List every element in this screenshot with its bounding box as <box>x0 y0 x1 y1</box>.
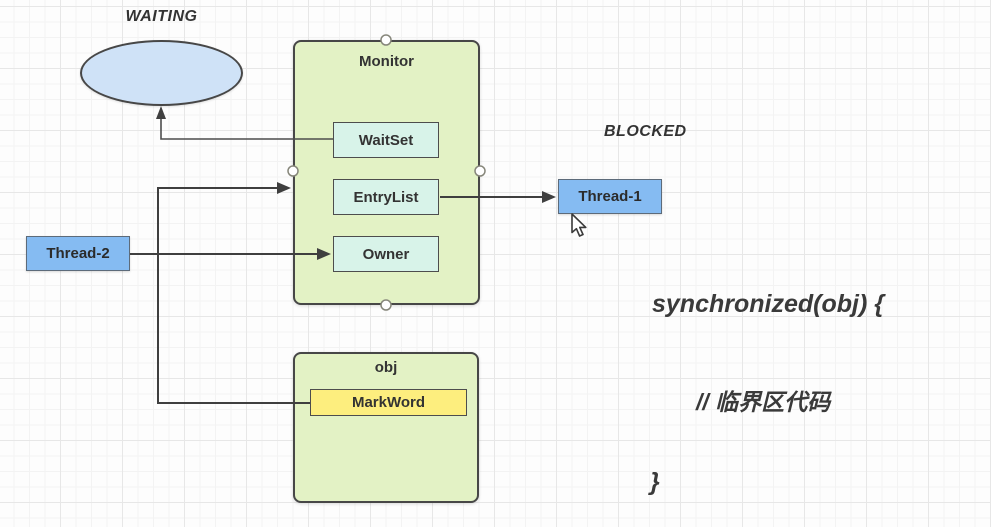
thread2-box[interactable]: Thread-2 <box>26 236 130 271</box>
obj-title: obj <box>374 359 398 376</box>
code-line-synchronized[interactable]: synchronized(obj) { <box>652 290 884 318</box>
monitor-title: Monitor <box>359 53 414 70</box>
owner-box[interactable]: Owner <box>333 236 439 272</box>
waitset-box[interactable]: WaitSet <box>333 122 439 158</box>
waitset-label: WaitSet <box>358 131 414 149</box>
waiting-state-label[interactable]: WAITING <box>125 8 198 25</box>
entrylist-box[interactable]: EntryList <box>333 179 439 215</box>
blocked-state-label[interactable]: BLOCKED <box>604 123 687 140</box>
waiting-ellipse[interactable] <box>80 40 243 106</box>
markword-box[interactable]: MarkWord <box>310 389 467 416</box>
markword-label: MarkWord <box>351 394 426 411</box>
code-line-closing-brace[interactable]: } <box>650 468 660 496</box>
thread2-label: Thread-2 <box>46 245 110 262</box>
entrylist-label: EntryList <box>353 188 419 206</box>
arrow-markword-to-monitor[interactable] <box>157 182 310 404</box>
mouse-cursor-icon <box>571 213 587 237</box>
thread1-box[interactable]: Thread-1 <box>558 179 662 214</box>
code-line-critical-section[interactable]: // 临界区代码 <box>696 389 831 415</box>
obj-box[interactable]: obj <box>293 352 479 503</box>
owner-label: Owner <box>362 245 410 263</box>
thread1-label: Thread-1 <box>578 188 642 205</box>
